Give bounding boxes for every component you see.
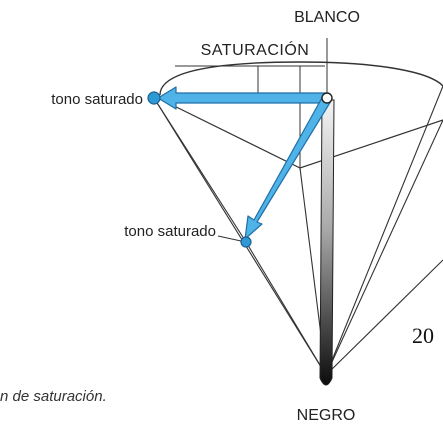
label-blanco: BLANCO bbox=[294, 9, 360, 26]
hue-marker-upper bbox=[147, 91, 161, 105]
solid-edges bbox=[153, 85, 443, 376]
hue-lower-leader bbox=[217, 235, 242, 242]
gray-axis bbox=[319, 99, 335, 386]
hue-marker-lower bbox=[240, 236, 252, 248]
label-tono-saturado-upper: tono saturado bbox=[51, 91, 143, 108]
label-tono-saturado-lower: tono saturado bbox=[124, 223, 216, 240]
saturation-arrow-horizontal bbox=[157, 86, 328, 110]
caption-fragment: n de saturación. bbox=[0, 388, 107, 405]
label-negro: NEGRO bbox=[297, 407, 356, 424]
saturation-arrow-diagonal bbox=[244, 95, 332, 240]
label-saturacion: SATURACIÓN bbox=[201, 40, 310, 59]
white-point-marker bbox=[321, 92, 333, 104]
hue-circle-outline bbox=[159, 61, 443, 96]
page-number: 20 bbox=[412, 323, 434, 348]
